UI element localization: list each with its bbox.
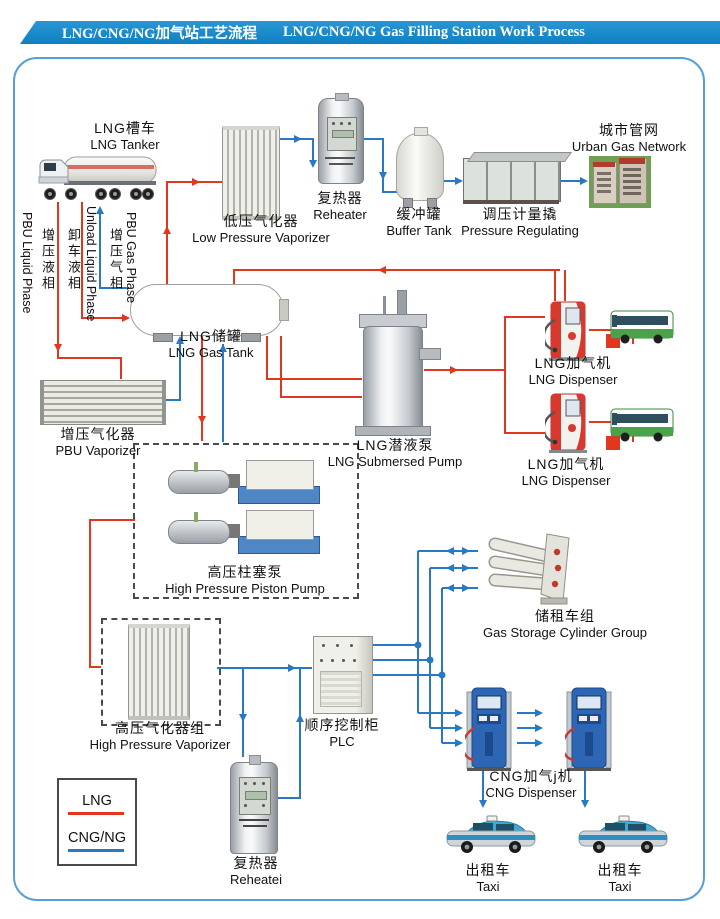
hp-vaporizer-image (128, 624, 190, 720)
low-pressure-vaporizer-image (222, 126, 280, 220)
pbu-vaporizer-image (40, 380, 166, 425)
bus-1-image (610, 310, 674, 344)
legend-cng-label: CNG/NG (68, 830, 126, 846)
label-pbu-liquid-en: PBU Liquid Phase (20, 212, 34, 314)
label-reheater-top: 复热器 Reheater (313, 190, 367, 222)
piston-pump-2-image (168, 508, 320, 556)
label-plc: 顺序挖制柜 PLC (304, 717, 380, 749)
label-lng-gas-tank: LNG储罐 LNG Gas Tank (168, 328, 254, 360)
reheater-bottom-image (230, 755, 278, 854)
page-title-zh: LNG/CNG/NG加气站工艺流程 (62, 26, 257, 42)
pressure-regulating-image (463, 152, 573, 204)
hp-piston-pump-boundary (133, 443, 359, 599)
legend-cng-line (68, 849, 124, 852)
legend-lng-line (68, 812, 124, 815)
label-reheater-bottom: 复热器 Reheatei (229, 855, 283, 887)
legend-lng-label: LNG (82, 793, 112, 809)
label-low-pressure-vaporizer: 低压气化器 Low Pressure Vaporizer (192, 213, 330, 245)
lng-dispenser-2-image (545, 393, 587, 453)
lng-submersed-pump-image (355, 290, 441, 436)
label-urban-gas-network: 城市管网 Urban Gas Network (571, 122, 687, 154)
label-pbu-liquid-zh: 增压液相 (40, 228, 55, 292)
label-taxi-2: 出租车 Taxi (597, 862, 643, 894)
label-cng-dispenser: CNG加气j机 CNG Dispenser (485, 768, 577, 800)
diagram-frame (13, 57, 705, 901)
title-bar: LNG/CNG/NG加气站工艺流程 LNG/CNG/NG Gas Filling… (20, 21, 720, 44)
bus-2-image (610, 408, 674, 442)
label-lng-dispenser-1: LNG加气机 LNG Dispenser (528, 355, 618, 387)
plc-cabinet-image (313, 636, 373, 714)
label-taxi-1: 出租车 Taxi (465, 862, 511, 894)
page-title-en: LNG/CNG/NG Gas Filling Station Work Proc… (282, 24, 585, 40)
legend: LNG CNG/NG (57, 778, 137, 866)
label-hp-vaporizer: 高压气化器组 High Pressure Vaporizer (89, 720, 231, 752)
lng-dispenser-1-image (545, 301, 587, 361)
label-hp-piston-pump: 高压柱塞泵 High Pressure Piston Pump (165, 564, 325, 596)
piston-pump-1-image (168, 458, 320, 506)
label-pbu-gas-en: PBU Gas Phase (124, 212, 138, 304)
label-lng-tanker: LNG槽车 LNG Tanker (90, 120, 160, 152)
lng-tanker-image (38, 156, 157, 200)
label-lng-submersed-pump: LNG潜液泵 LNG Submersed Pump (327, 437, 463, 469)
cng-dispenser-2-image (565, 687, 612, 771)
label-pressure-regulating: 调压计量撬 Pressure Regulating (461, 206, 579, 238)
lng-gas-tank-image (130, 284, 289, 342)
reheater-top-image (318, 93, 364, 184)
label-buffer-tank: 缓冲罐 Buffer Tank (386, 206, 452, 238)
taxi-2-image (578, 815, 668, 853)
label-lng-dispenser-2: LNG加气机 LNG Dispenser (521, 456, 611, 488)
label-unload-liquid-zh: 卸车液相 (66, 228, 81, 292)
label-unload-liquid-en: Unload Liquid Phase (84, 206, 98, 322)
label-pbu-gas-zh: 增压气相 (108, 228, 123, 292)
label-gas-storage-group: 储租车组 Gas Storage Cylinder Group (482, 608, 648, 640)
buffer-tank-image (396, 127, 444, 208)
hp-vaporizer-boundary (101, 618, 221, 726)
urban-gas-network-image (589, 156, 651, 208)
gas-storage-group-image (488, 533, 570, 605)
cng-dispenser-1-image (465, 687, 512, 771)
taxi-1-image (446, 815, 536, 853)
label-pbu-vaporizer: 增压气化器 PBU Vaporizer (55, 426, 141, 458)
